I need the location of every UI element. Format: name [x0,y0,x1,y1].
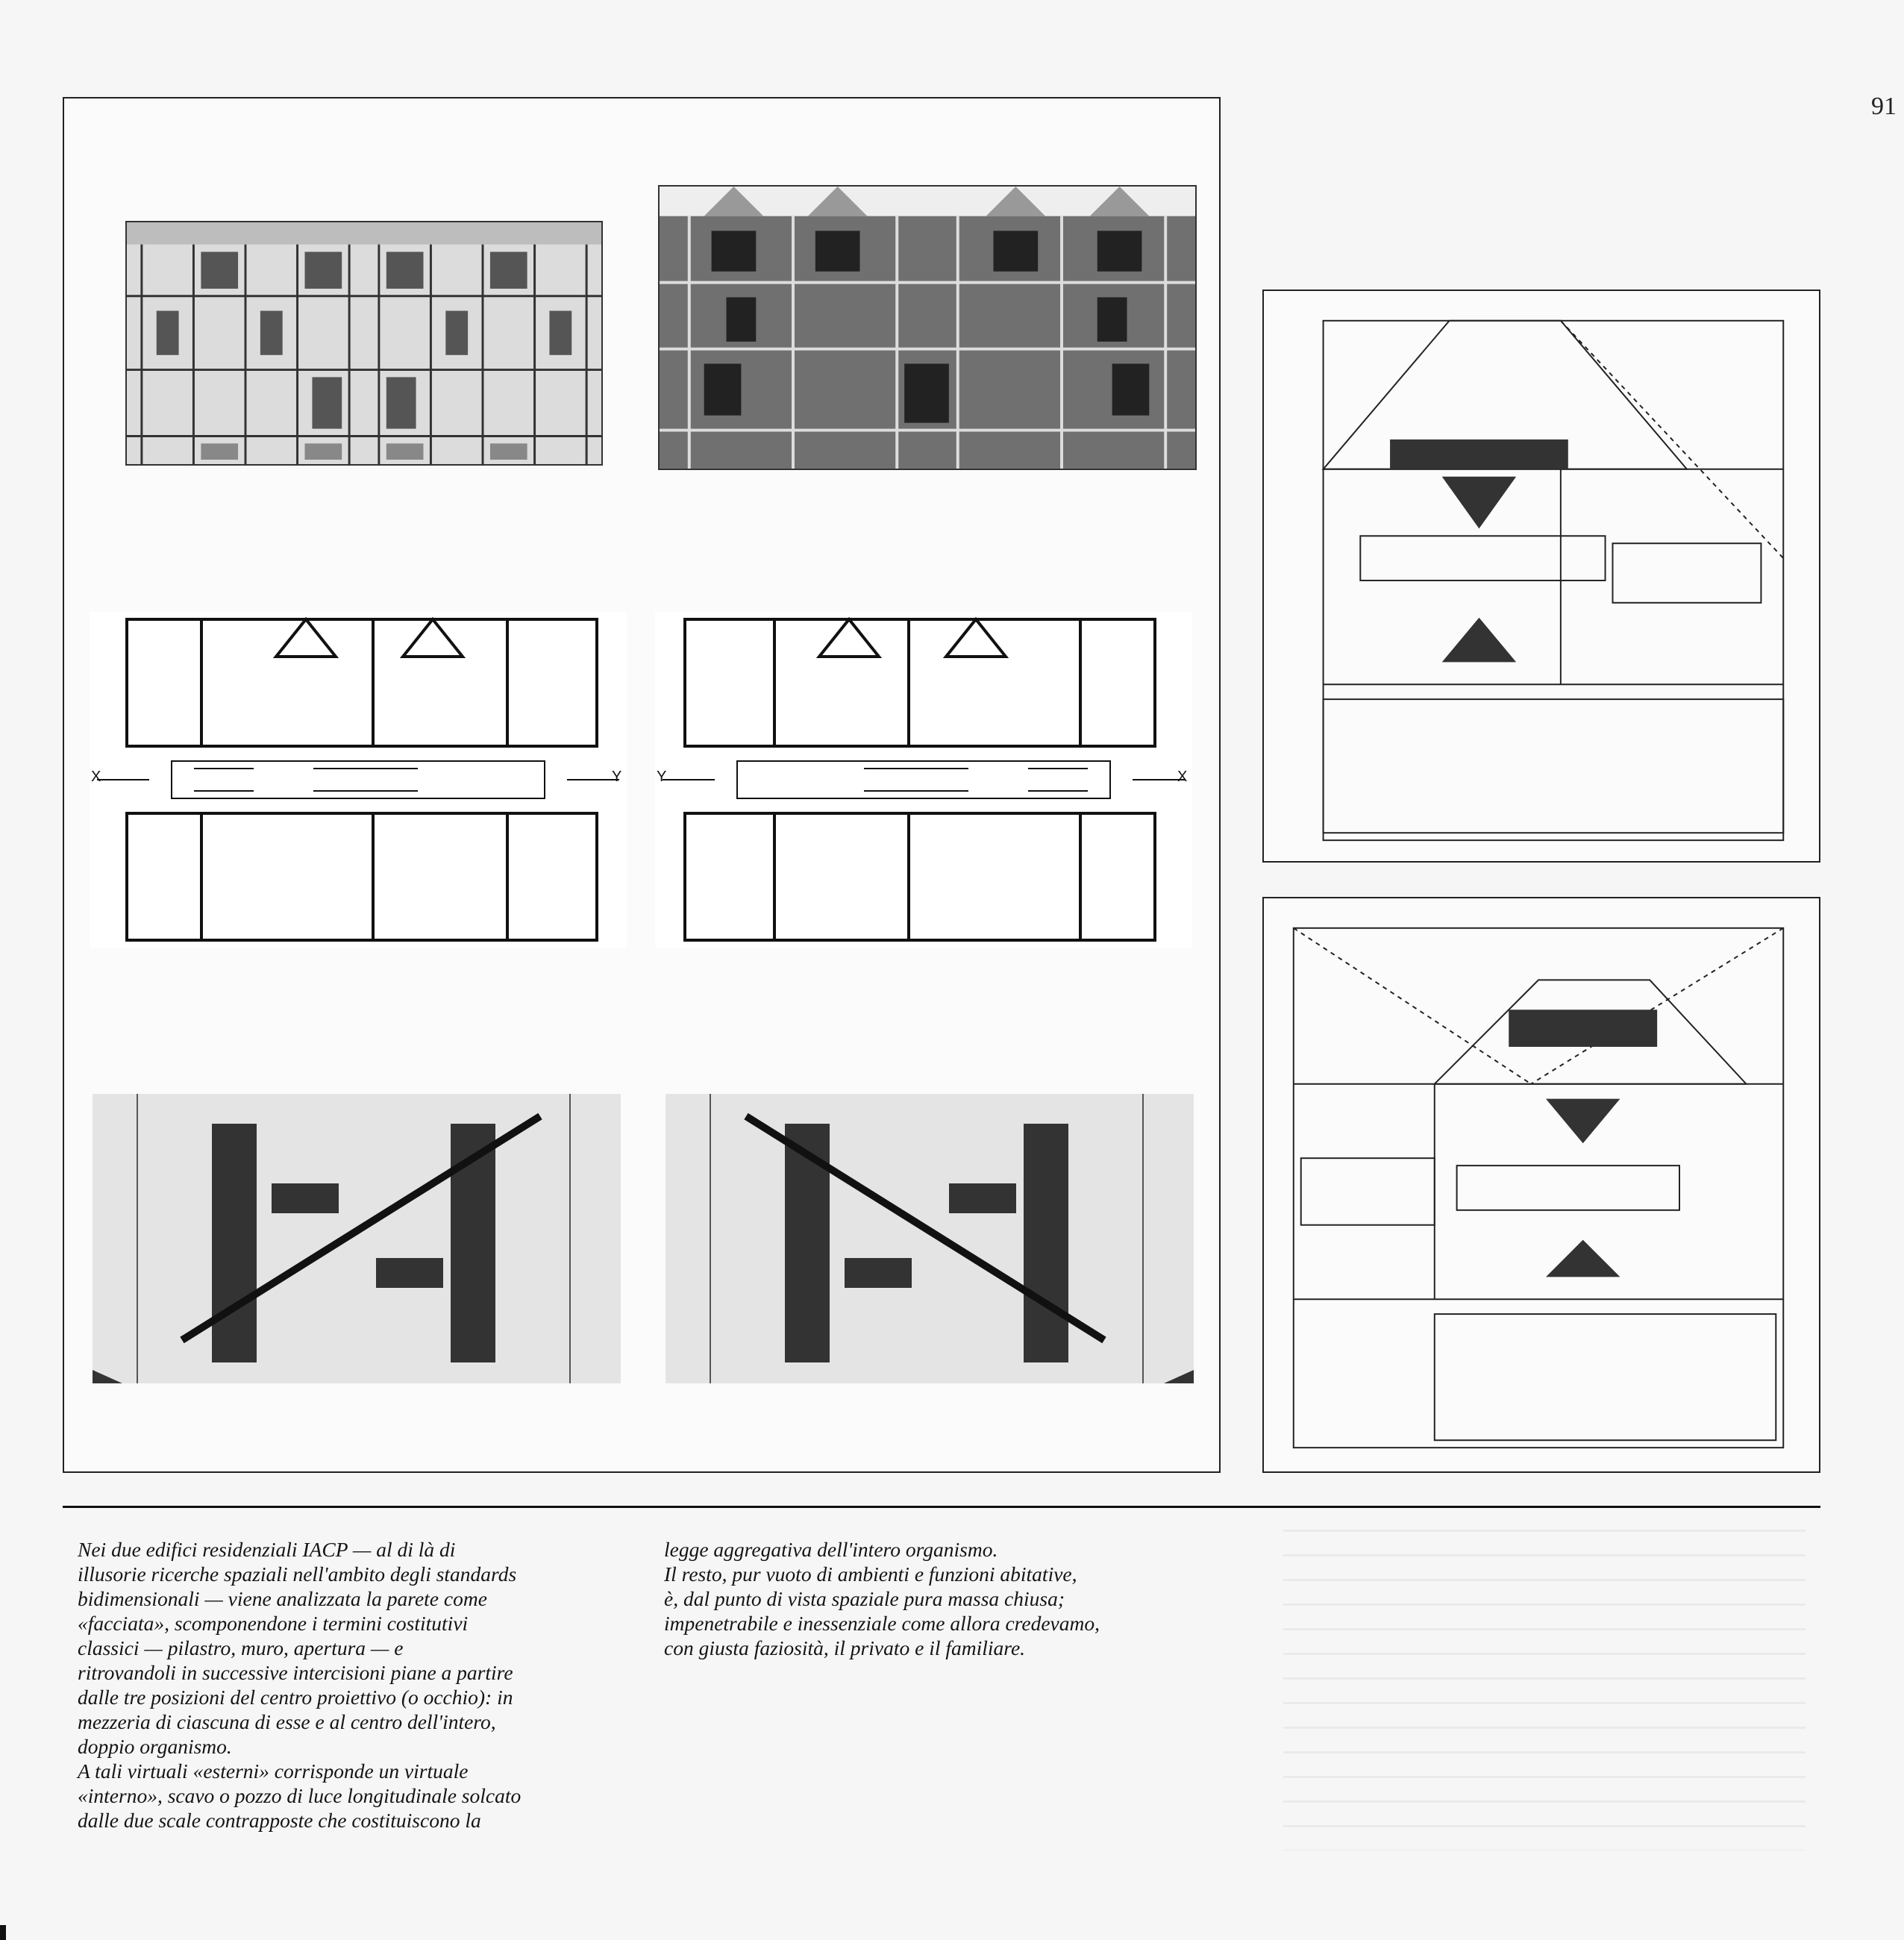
floor-plan-left: X Y [90,612,627,948]
caption-divider [63,1506,1820,1508]
plan-axis-label-left: X [91,769,101,785]
projection-drawing [1292,927,1785,1449]
perspective-projection-bottom [1262,897,1820,1473]
section-drawing [666,1094,1194,1383]
plan-drawing [663,616,1185,942]
projection-drawing [1321,319,1785,842]
section-drawing [93,1094,621,1383]
plan-axis-label-right: X [1177,769,1188,785]
caption-column-2: legge aggregativa dell'intero organismo.… [664,1538,1100,1659]
perspective-projection-top [1262,290,1820,863]
staircase-section-right [666,1094,1194,1383]
front-elevation-light [125,221,603,466]
elevation-drawing [127,222,601,464]
plan-axis-label-right: Y [612,769,622,785]
page-edge-mark [0,1925,6,1940]
front-elevation-dark [658,185,1197,470]
plan-drawing [97,616,619,942]
caption-column-1: Nei due edifici residenziali IACP — al d… [78,1538,522,1832]
plan-axis-label-left: Y [657,769,667,785]
staircase-section-left [93,1094,621,1383]
elevation-drawing [660,187,1195,469]
reverse-page-bleed [1283,1530,1806,1850]
floor-plan-right: Y X [655,612,1192,948]
page-number: 91 [1871,93,1897,120]
